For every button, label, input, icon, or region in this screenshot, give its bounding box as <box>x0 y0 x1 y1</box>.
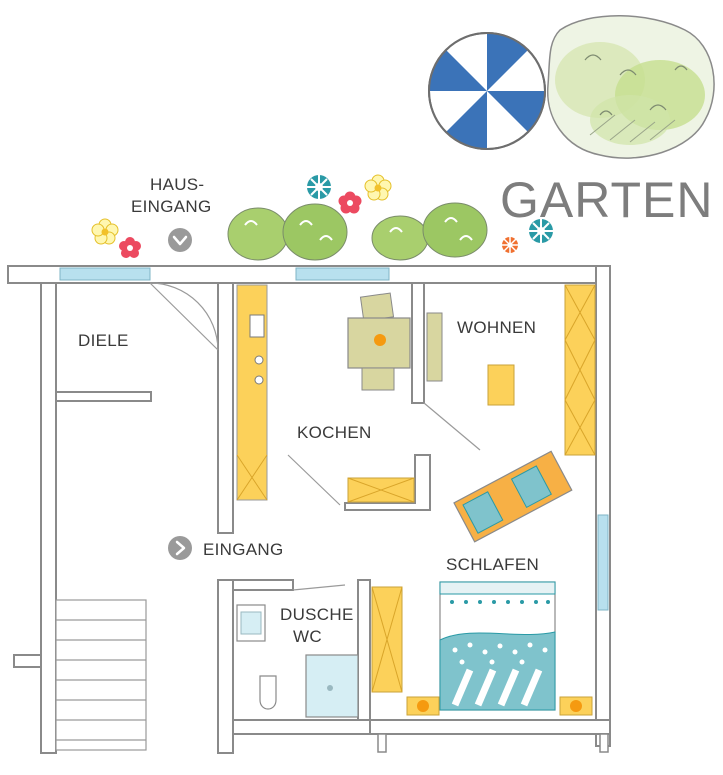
garden-title: GARTEN <box>500 172 713 228</box>
room-label-wc: WC <box>293 627 322 646</box>
room-label-kochen: KOCHEN <box>297 423 372 442</box>
room-label-dusche: DUSCHE <box>280 605 354 624</box>
room-label-diele: DIELE <box>78 331 129 350</box>
garden-area: GARTEN <box>91 15 715 261</box>
flower-icon <box>364 174 392 201</box>
room-label-schlafen: SCHLAFEN <box>446 555 539 574</box>
flower-icon <box>338 191 362 214</box>
flower-icon <box>119 237 141 258</box>
room-label-wohnen: WOHNEN <box>457 318 536 337</box>
door-swings <box>149 282 481 591</box>
kitchen-counter <box>236 284 415 503</box>
walls <box>7 265 611 754</box>
chevron-right-icon <box>168 536 192 560</box>
flower-icon <box>307 175 331 199</box>
dining-table <box>347 292 443 391</box>
staircase <box>55 599 147 751</box>
shrubs-icon <box>227 202 488 261</box>
flower-icon <box>91 218 119 245</box>
bathroom-fixtures <box>236 604 359 718</box>
windows <box>59 267 609 611</box>
chevron-down-icon <box>168 228 192 252</box>
living-furniture <box>453 284 596 543</box>
eingang-label: EINGANG <box>203 540 284 559</box>
flower-icon <box>502 237 518 253</box>
haus-eingang-label-line1: HAUS- <box>150 175 204 194</box>
parasol-icon <box>428 32 546 150</box>
flower-icon <box>529 219 553 243</box>
tree-icon <box>546 15 715 159</box>
haus-eingang-label-line2: EINGANG <box>131 197 212 216</box>
bedroom-furniture <box>371 581 593 716</box>
